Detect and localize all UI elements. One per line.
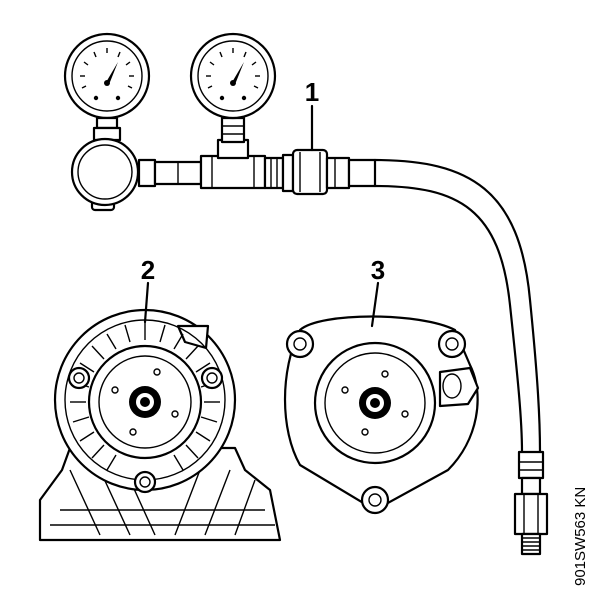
callout-number-1: 1: [305, 77, 319, 107]
tee-fitting: [199, 138, 267, 190]
figure-code: 901SW563 KN: [572, 487, 589, 586]
callout-number-3: 3: [371, 255, 385, 285]
test-hose: [373, 158, 549, 556]
callout-leader-2: [143, 281, 150, 324]
hose-end-ferrule: [517, 450, 545, 480]
adapter-with-stand: [38, 308, 282, 542]
callout-number-2: 2: [141, 255, 155, 285]
callout-leader-3: [370, 281, 380, 328]
right-pressure-gauge: [189, 32, 277, 144]
gauge-manifold-assembly: [63, 32, 377, 212]
flange-adapter: [283, 315, 480, 515]
hose-crimp-fitting: [347, 158, 377, 188]
quick-coupling: [263, 148, 351, 196]
left-pressure-gauge: [63, 32, 151, 142]
hose-end-hex-nut: [513, 492, 549, 536]
pressure-regulator-body: [70, 137, 157, 212]
hose-end-threaded-nipple: [520, 532, 542, 556]
